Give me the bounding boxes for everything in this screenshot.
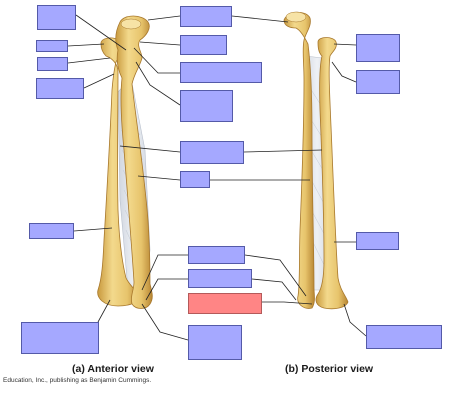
- radius-posterior: [315, 37, 349, 310]
- label-box-3[interactable]: [37, 57, 68, 71]
- leader-line: [231, 15, 289, 23]
- leader-line: [145, 278, 188, 301]
- posterior-view-bones: [283, 11, 349, 310]
- leader-line: [73, 227, 113, 232]
- anterior-view-bones: [97, 15, 153, 309]
- label-box-highlighted[interactable]: [188, 293, 262, 314]
- label-box-5[interactable]: [29, 223, 74, 239]
- ulna-posterior: [283, 11, 315, 309]
- leader-line: [67, 43, 105, 47]
- label-box-2[interactable]: [36, 40, 68, 52]
- leader-line: [83, 73, 115, 89]
- leader-line: [133, 47, 180, 74]
- leader-line: [75, 14, 127, 51]
- leader-line: [243, 149, 323, 153]
- leader-line: [119, 145, 181, 153]
- leader-line: [67, 57, 111, 64]
- leader-line: [331, 61, 357, 83]
- label-box-19[interactable]: [366, 325, 442, 349]
- leader-line: [139, 41, 181, 46]
- radius-anterior: [97, 37, 141, 307]
- label-box-15[interactable]: [188, 325, 242, 360]
- label-box-10[interactable]: [180, 90, 233, 122]
- leader-lines: [67, 14, 367, 341]
- label-box-6[interactable]: [21, 322, 99, 354]
- olecranon-highlight: [120, 18, 142, 30]
- leader-line: [244, 254, 307, 297]
- publisher-credit: Education, Inc., publishing as Benjamin …: [3, 377, 152, 384]
- label-box-8[interactable]: [180, 35, 227, 55]
- olecranon-highlight-posterior: [285, 11, 307, 23]
- leader-line: [141, 254, 188, 291]
- posterior-view-title: (b) Posterior view: [285, 363, 374, 375]
- label-box-11[interactable]: [180, 141, 244, 164]
- label-box-7[interactable]: [180, 6, 232, 27]
- leader-line: [135, 61, 181, 106]
- label-box-12[interactable]: [180, 171, 210, 188]
- label-box-14[interactable]: [188, 269, 252, 288]
- label-box-9[interactable]: [180, 62, 262, 83]
- leader-line: [141, 303, 189, 341]
- label-box-17[interactable]: [356, 70, 400, 94]
- label-box-4[interactable]: [36, 78, 84, 99]
- anterior-view-title: (a) Anterior view: [72, 363, 154, 375]
- leader-line: [97, 299, 111, 323]
- label-box-18[interactable]: [356, 232, 399, 250]
- leader-line: [343, 303, 367, 337]
- ulna-anterior: [115, 15, 153, 309]
- label-box-1[interactable]: [37, 5, 76, 30]
- label-box-13[interactable]: [188, 246, 245, 264]
- leader-line: [262, 301, 313, 305]
- leader-line: [147, 15, 181, 21]
- leader-line: [137, 175, 181, 181]
- label-box-16[interactable]: [356, 34, 400, 62]
- leader-line: [333, 43, 357, 46]
- leader-line: [251, 278, 297, 301]
